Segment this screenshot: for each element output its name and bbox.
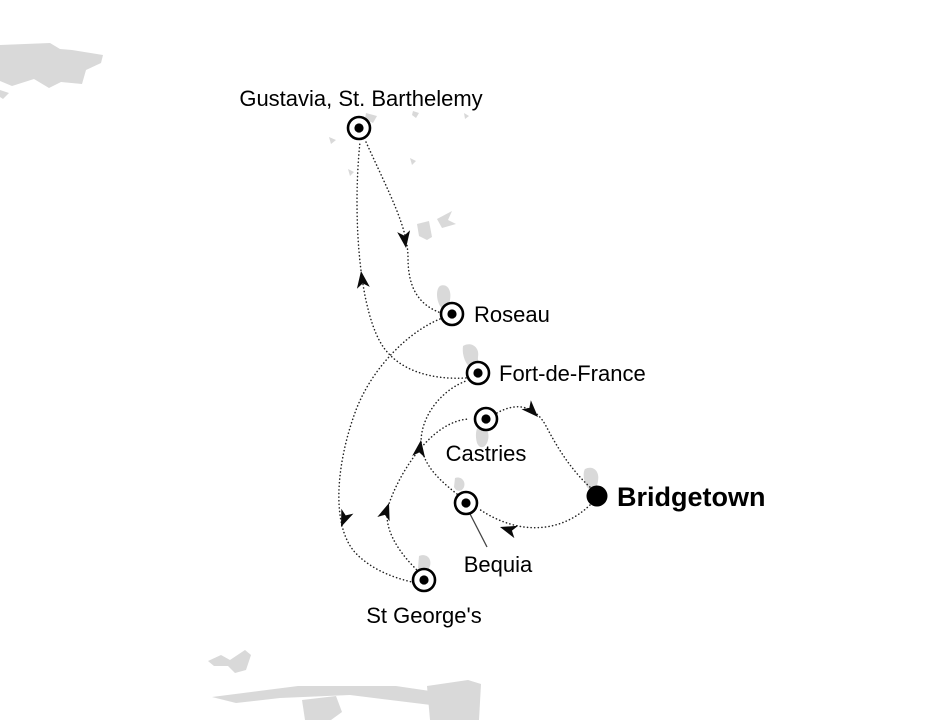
port-label-st-georges: St George's (366, 603, 481, 628)
port-label-fort-de-france: Fort-de-France (499, 361, 646, 386)
direction-arrow-icon (500, 525, 519, 539)
route-leg-roseau-to-st-georges (338, 318, 441, 583)
port-dot-icon (461, 498, 471, 508)
island-mainland-center (302, 696, 342, 720)
direction-arrow-icon (397, 230, 411, 248)
label-leader-line-bequia (467, 509, 488, 548)
direction-arrow-icon (377, 503, 390, 522)
port-dot-icon (473, 368, 483, 378)
island-cay-4 (410, 158, 416, 165)
island-cay-5 (464, 113, 469, 119)
direction-arrow-icon (356, 271, 370, 289)
port-marker-fort-de-france (465, 360, 491, 386)
island-cay-2 (329, 137, 336, 144)
port-marker-gustavia (346, 115, 372, 141)
island-grenada (418, 555, 431, 572)
island-mainland-west (212, 686, 431, 705)
island-guadeloupe-east (437, 211, 456, 228)
port-marker-roseau (439, 301, 465, 327)
island-puerto-rico-cay (0, 90, 9, 99)
route-arrows-layer (341, 230, 538, 539)
island-guadeloupe-west (417, 221, 432, 240)
port-labels-layer: Gustavia, St. BarthelemyRoseauFort-de-Fr… (239, 86, 765, 628)
port-label-bridgetown: Bridgetown (617, 482, 766, 512)
island-cay-3 (348, 169, 354, 176)
port-dot-icon (447, 309, 457, 319)
leader-lines-layer (467, 509, 488, 548)
port-dot-icon (481, 414, 491, 424)
island-cay-1 (412, 111, 419, 118)
direction-arrow-icon (341, 508, 354, 527)
island-trinidad-tip (208, 650, 251, 673)
embark-port-dot-icon (586, 485, 608, 507)
port-dot-icon (419, 575, 429, 585)
port-marker-st-georges (411, 567, 437, 593)
route-leg-gustavia-to-roseau (365, 141, 442, 314)
route-legs-layer (338, 141, 592, 583)
port-marker-bridgetown (586, 485, 608, 507)
port-dot-icon (354, 123, 364, 133)
port-marker-castries (473, 406, 499, 432)
route-leg-bridgetown-to-bequia (478, 504, 591, 529)
island-mainland-block (427, 680, 481, 720)
island-bequia-island (454, 477, 465, 491)
port-label-castries: Castries (446, 441, 527, 466)
route-leg-bequia-to-fort-de-france (420, 380, 467, 495)
port-markers-layer (346, 115, 608, 593)
direction-arrow-icon (412, 440, 426, 458)
island-st-lucia (475, 426, 489, 448)
island-puerto-rico (0, 43, 103, 88)
direction-arrow-icon (521, 400, 538, 417)
port-label-gustavia: Gustavia, St. Barthelemy (239, 86, 482, 111)
port-label-bequia: Bequia (464, 552, 533, 577)
port-label-roseau: Roseau (474, 302, 550, 327)
route-leg-fort-de-france-to-gustavia (356, 141, 467, 379)
route-leg-castries-to-bridgetown (496, 406, 592, 489)
landmasses-layer (0, 43, 599, 720)
port-marker-bequia (453, 490, 479, 516)
